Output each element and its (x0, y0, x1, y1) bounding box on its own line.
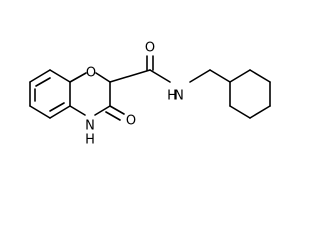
molecule-structure-diagram: O O N H N H O (29, 41, 271, 148)
lactam-hydrogen-label: H (85, 133, 95, 148)
benzene-ring (29, 69, 71, 119)
bond (94, 105, 111, 116)
amide-nitrogen-label: N (174, 89, 184, 104)
cyclohexane-ring (209, 69, 271, 119)
bond (209, 69, 231, 83)
lactam-carbonyl-oxygen-label: O (126, 114, 136, 129)
bond (149, 69, 171, 83)
amide-carbonyl-oxygen-label: O (145, 41, 155, 56)
bond (249, 69, 271, 83)
bond (95, 72, 111, 83)
amide-hydrogen-label: H (167, 89, 177, 104)
bond (229, 69, 251, 83)
bond (249, 105, 271, 119)
bond (109, 69, 151, 83)
ring-oxygen-label: O (86, 66, 96, 81)
bond (189, 69, 211, 83)
atom-labels: O O N H N H O (85, 41, 184, 148)
bond (69, 105, 86, 116)
bond (29, 105, 51, 119)
bond (49, 69, 71, 83)
bond (29, 69, 51, 83)
lactam-carbonyl-bond (105, 111, 121, 121)
bond (69, 72, 87, 83)
aromatic-double-bond (35, 77, 51, 87)
lactam-carbonyl-bond (109, 105, 125, 115)
lactam-nitrogen-label: N (85, 119, 95, 134)
bond (229, 105, 251, 119)
bond (49, 105, 71, 119)
oxazine-ring (69, 72, 125, 121)
amide-side-chain (109, 55, 211, 83)
aromatic-double-bond (49, 102, 65, 112)
